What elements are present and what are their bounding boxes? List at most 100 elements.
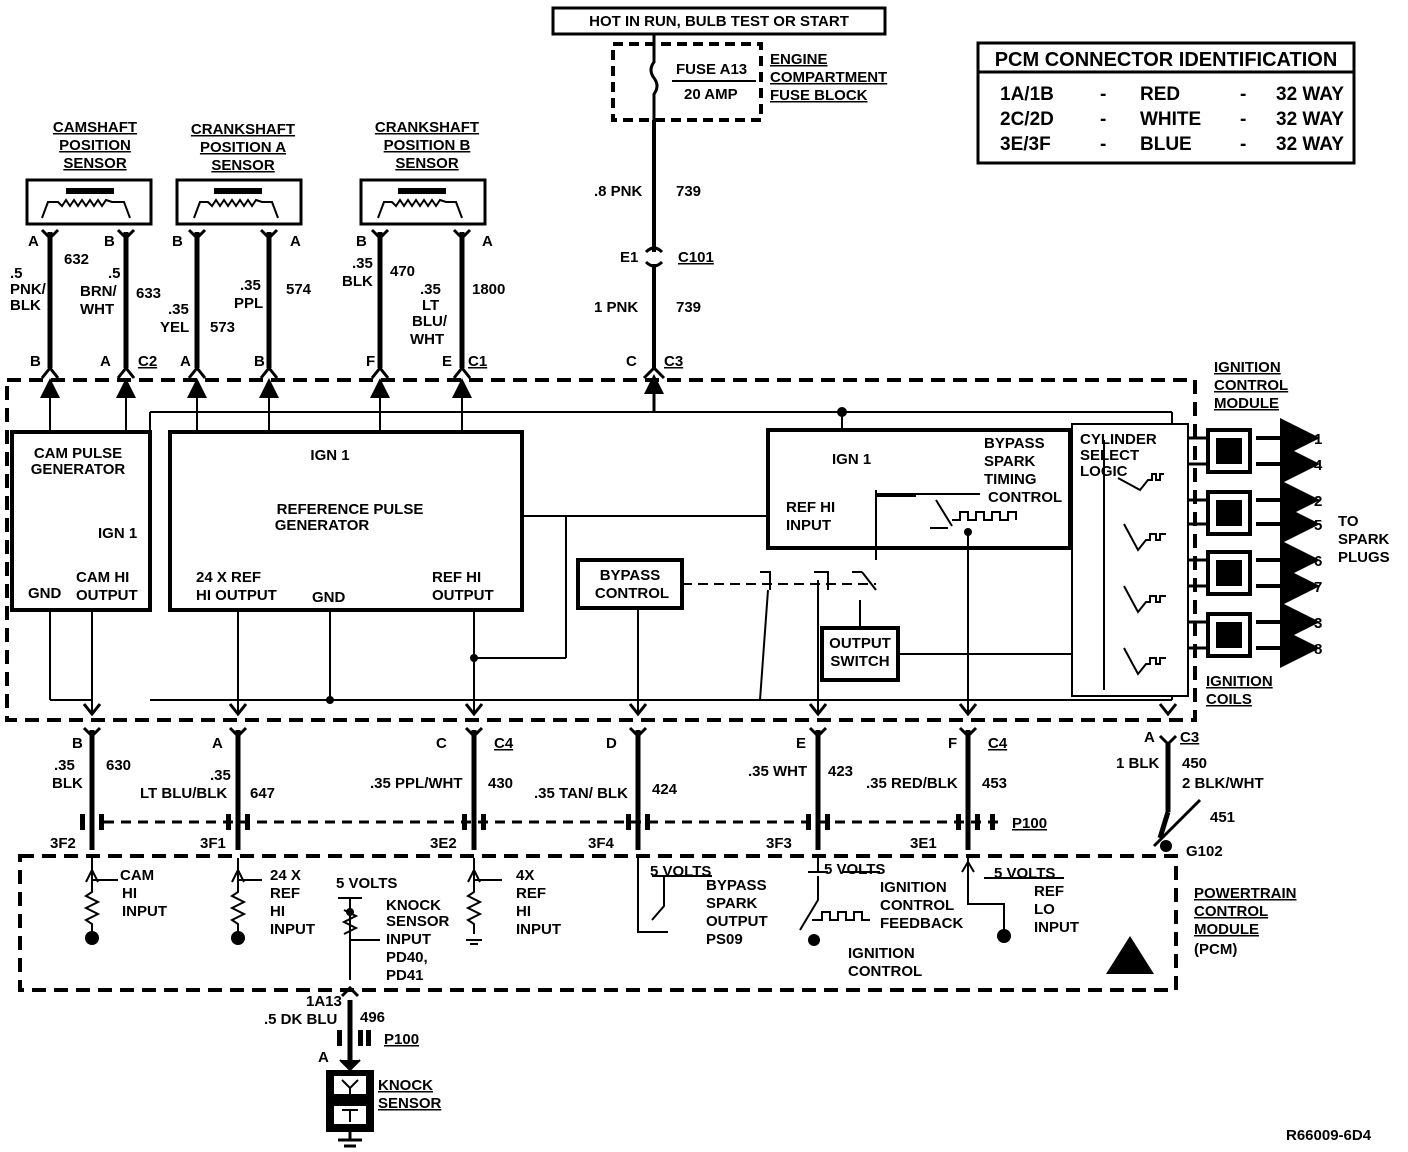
wire-1800-size: .35 — [420, 281, 441, 298]
refhi-label-1: REF HI — [432, 569, 481, 586]
reference-pulse-generator — [168, 430, 524, 612]
bypass-box-ign1: IGN 1 — [832, 451, 871, 468]
svg-text:RED: RED — [1140, 84, 1180, 105]
pcm-table-row: 2C/2D - WHITE - 32 WAY — [1000, 109, 1344, 130]
connector-c2: C2 — [138, 353, 157, 370]
connector-c3: C3 — [664, 353, 683, 370]
pcm-ign-control-label: IGNITION — [848, 945, 915, 962]
pcm-five-volts: 5 VOLTS — [650, 863, 711, 880]
cylinder-select-logic — [1071, 423, 1189, 697]
bypass-timing-label: TIMING — [984, 471, 1037, 488]
crankshaft-a-sensor — [175, 178, 303, 226]
pcm-cam-input-label: CAM — [120, 867, 154, 884]
wire-739b-label: 1 PNK — [594, 299, 638, 316]
pcm-ref-lo-label: REF — [1034, 883, 1064, 900]
fuse-block-label-3: FUSE BLOCK — [770, 87, 868, 104]
crank-a-label-1: CRANKSHAFT — [191, 121, 295, 138]
spark-plugs-label: PLUGS — [1338, 549, 1390, 566]
wire-1800-color: BLU/ — [412, 313, 448, 330]
crankshaft-b-sensor — [359, 178, 487, 226]
wire-451-circuit: 451 — [1210, 809, 1235, 826]
pcm-five-volts: 5 VOLTS — [994, 865, 1055, 882]
pcm-cam-input-label: INPUT — [122, 903, 167, 920]
wire-423-label: .35 WHT — [748, 763, 807, 780]
pcm-ref4x-label: HI — [516, 903, 531, 920]
bypass-control-label: BYPASS — [600, 567, 661, 584]
figure-id: R66009-6D4 — [1286, 1127, 1372, 1144]
pcm-pin-label: 3F4 — [588, 835, 615, 852]
pin-label: D — [606, 735, 617, 752]
pin-label: A — [212, 735, 223, 752]
pcm-pin-label: 3E1 — [910, 835, 937, 852]
svg-text:32 WAY: 32 WAY — [1276, 84, 1344, 105]
pcm-ref24-label: INPUT — [270, 921, 315, 938]
refhi-input-label: REF HI — [786, 499, 835, 516]
svg-text:1A/1B: 1A/1B — [1000, 84, 1054, 105]
wire-647-color: LT BLU/BLK — [140, 785, 227, 802]
pcm-knock-label: PD41 — [386, 967, 424, 984]
refhi-input-label: INPUT — [786, 517, 831, 534]
ignition-coils-label: COILS — [1206, 691, 1252, 708]
connector-p100: P100 — [384, 1031, 419, 1048]
wire-470-size: .35 — [352, 255, 373, 272]
svg-text:2C/2D: 2C/2D — [1000, 109, 1054, 130]
wire-630-size: .35 — [54, 757, 75, 774]
knock-pin-label: 1A13 — [306, 993, 342, 1010]
knock-pin-a: A — [318, 1049, 329, 1066]
pin-label: A — [28, 233, 39, 250]
wire-573-circuit: 573 — [210, 319, 235, 336]
output-switch-box — [820, 626, 900, 682]
pcm-ref-lo-label: LO — [1034, 901, 1055, 918]
pcm-pin-label: 3F3 — [766, 835, 792, 852]
cam-pulse-generator — [10, 430, 152, 612]
wire-496-circuit: 496 — [360, 1009, 385, 1026]
svg-text:32 WAY: 32 WAY — [1276, 134, 1344, 155]
wire-630-color: BLK — [52, 775, 83, 792]
pcm-pin-label: 3F1 — [200, 835, 226, 852]
bypass-control-label: CONTROL — [595, 585, 669, 602]
icm-label-1: IGNITION — [1214, 359, 1281, 376]
ignition-coil — [1206, 428, 1252, 474]
wire-1800-circuit: 1800 — [472, 281, 505, 298]
wire-574-size: .35 — [240, 277, 261, 294]
ref-pulse-label-2: GENERATOR — [275, 517, 370, 534]
pcm-bypass-out-label: SPARK — [706, 895, 758, 912]
pcm-table-row: 1A/1B - RED - 32 WAY — [1000, 84, 1344, 105]
ref-pulse-ign1: IGN 1 — [310, 447, 349, 464]
svg-text:-: - — [1240, 134, 1246, 155]
knock-sensor — [326, 1070, 374, 1148]
ignition-coil — [1206, 550, 1252, 596]
bypass-control-box — [576, 558, 684, 610]
fuse-block-box — [611, 42, 763, 122]
pin-label: A — [100, 353, 111, 370]
plug-number: 1 — [1314, 431, 1322, 448]
cam-sensor-label-3: SENSOR — [63, 155, 127, 172]
pin-label: E — [442, 353, 452, 370]
pin-label: B — [72, 735, 83, 752]
pin-label: A — [180, 353, 191, 370]
pcm-cam-input-label: HI — [122, 885, 137, 902]
bypass-timing-label: CONTROL — [988, 489, 1062, 506]
pcm-ign-feedback-label: IGNITION — [880, 879, 947, 896]
pcm-pin-label: 3F2 — [50, 835, 76, 852]
svg-text:-: - — [1240, 109, 1246, 130]
pcm-knock-label: PD40, — [386, 949, 428, 966]
output-switch-label: SWITCH — [830, 653, 889, 670]
wire-633-color: BRN/ — [80, 283, 117, 300]
wire-430-circuit: 430 — [488, 775, 513, 792]
ref-pulse-label-1: REFERENCE PULSE — [277, 501, 424, 518]
fuse-rating: 20 AMP — [684, 86, 738, 103]
wire-1800-color: LT — [422, 297, 439, 314]
wire-470-color: BLK — [342, 273, 373, 290]
pin-label: A — [482, 233, 493, 250]
crank-b-label-2: POSITION B — [384, 137, 471, 154]
wire-496-label: .5 DK BLU — [264, 1011, 337, 1028]
pcm-table-row: 3E/3F - BLUE - 32 WAY — [1000, 134, 1344, 155]
fuse-block-label-1: ENGINE — [770, 51, 828, 68]
cam-pulse-gnd: GND — [28, 585, 62, 602]
crank-a-label-3: SENSOR — [211, 157, 275, 174]
pcm-label: POWERTRAIN — [1194, 885, 1297, 902]
pcm-ref4x-label: REF — [516, 885, 546, 902]
pcm-knock-label: SENSOR — [386, 913, 450, 930]
